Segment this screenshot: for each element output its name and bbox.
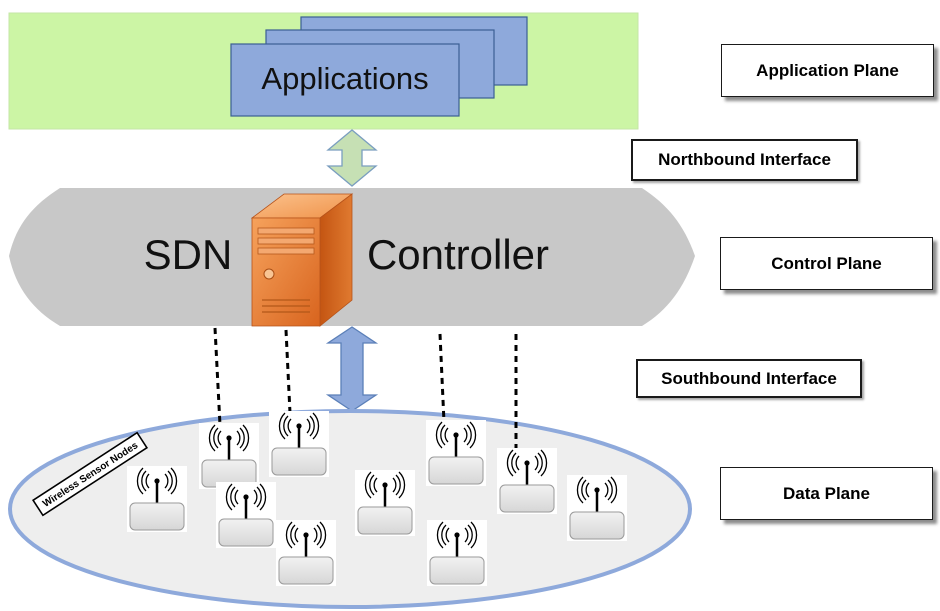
link-line (213, 327, 222, 426)
server-icon (250, 193, 354, 327)
wireless-sensor-node-icon (267, 409, 331, 479)
wireless-sensor-node-icon (125, 464, 189, 534)
link-line (284, 329, 292, 414)
wireless-sensor-node-icon (565, 473, 629, 543)
controller-node-links (213, 327, 518, 452)
wireless-sensor-node-icon (214, 480, 278, 550)
southbound-interface-label: Southbound Interface (636, 359, 862, 398)
wireless-sensor-node-icon (274, 518, 338, 588)
data-plane-label: Data Plane (720, 467, 933, 520)
link-line (438, 333, 446, 423)
controller-label: Controller (367, 231, 549, 278)
wireless-sensor-node-icon (197, 421, 261, 491)
control-plane-label: Control Plane (720, 237, 933, 290)
wireless-sensor-node-icon (424, 418, 488, 488)
applications-label: Applications (261, 61, 428, 96)
application-card-front (230, 43, 460, 117)
northbound-arrow (326, 129, 378, 187)
southbound-arrow (325, 326, 379, 412)
wireless-sensor-node-icon (425, 518, 489, 588)
northbound-interface-label: Northbound Interface (631, 139, 858, 181)
wireless-sensor-node-icon (495, 446, 559, 516)
application-plane-label: Application Plane (721, 44, 934, 97)
sdn-label: SDN (144, 231, 233, 278)
wireless-sensor-node-icon (353, 468, 417, 538)
